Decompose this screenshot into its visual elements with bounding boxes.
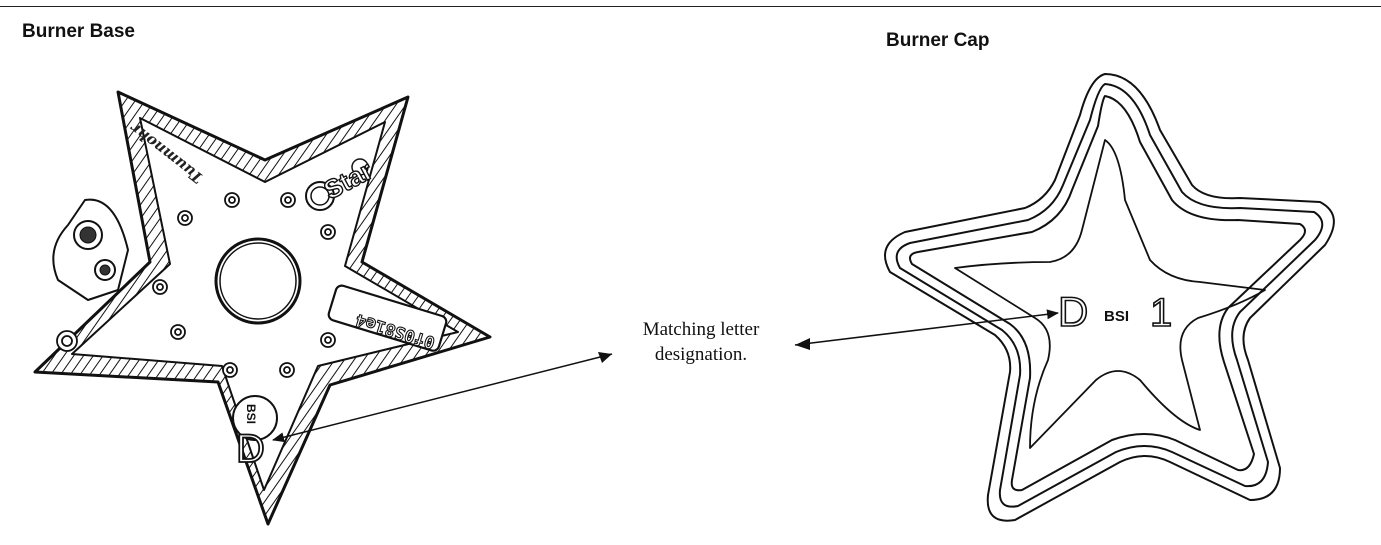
cap-number: 1: [1150, 291, 1172, 335]
callout-label: Matching letter designation.: [612, 317, 790, 367]
base-letter-designation: D: [236, 427, 265, 471]
top-rule: [0, 6, 1381, 7]
base-center-hole: [214, 237, 302, 325]
callout-line-2: designation.: [654, 344, 748, 365]
cap-outline-second: [895, 83, 1324, 508]
cap-code: BSI: [1104, 308, 1129, 325]
burner-cap-drawing: [884, 73, 1335, 522]
base-side-tab: [52, 198, 129, 301]
base-letter-boss: [232, 395, 278, 441]
arrow-head-callout-right: [795, 338, 810, 350]
arrow-head-callout-left: [598, 352, 612, 363]
base-tab-boss-upper: [73, 220, 103, 250]
burner-base-drawing: [33, 90, 492, 526]
base-inner-plate: [71, 117, 459, 491]
callout-line-1: Matching letter: [642, 319, 760, 340]
base-part-number-plate: [327, 284, 448, 352]
cap-outline-third: [909, 95, 1306, 492]
burner-cap-heading: Burner Cap: [886, 30, 990, 51]
base-star-logo-boss: [305, 181, 335, 211]
base-small-code: BSI: [244, 404, 258, 424]
cap-letter-designation: D: [1058, 288, 1088, 335]
cap-outline-outer: [884, 73, 1335, 522]
arrow-to-base-letter: [272, 353, 613, 443]
cap-inner-star: [954, 139, 1266, 449]
base-ports: [56, 192, 336, 378]
base-tab-boss-lower: [94, 259, 116, 281]
burner-base-heading: Burner Base: [22, 21, 135, 42]
arrow-to-cap-letter: [794, 309, 1059, 346]
